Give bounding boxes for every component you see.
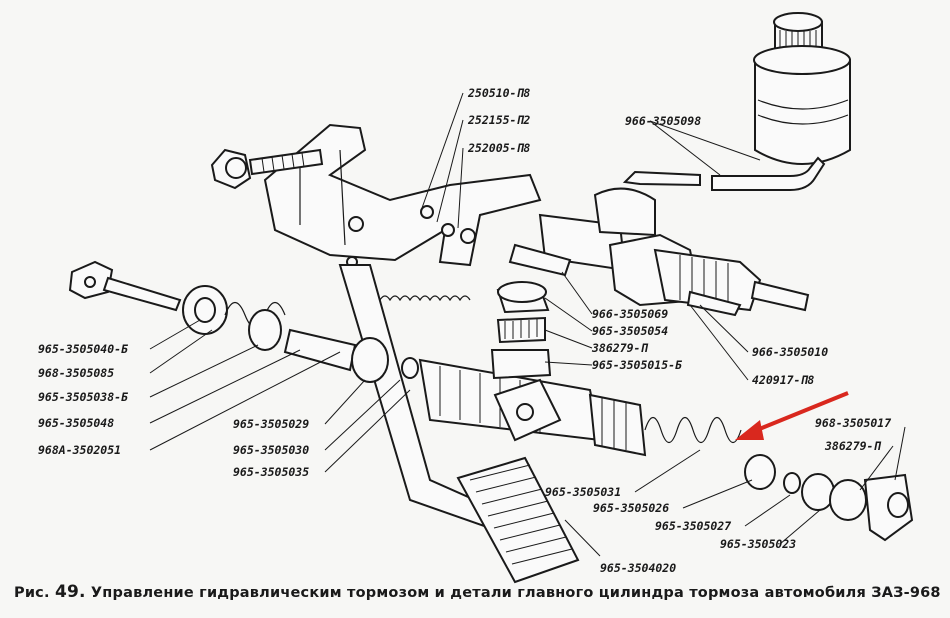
caption-prefix: Рис. [14, 585, 50, 601]
label-966-3505069: 966-3505069 [592, 307, 668, 321]
label-966-3505010: 966-3505010 [752, 345, 828, 359]
end-plug [863, 473, 914, 542]
label-965-3505054: 965-3505054 [592, 324, 668, 338]
label-965-3505038-b: 965-3505038-Б [38, 390, 128, 404]
label-386279-p-lower: 386279-П [824, 439, 881, 453]
reservoir-hose [622, 156, 826, 191]
piston-spring [644, 416, 867, 521]
label-968-3505017: 968-3505017 [815, 416, 891, 430]
label-968a-3502051: 968А-3502051 [38, 443, 121, 457]
highlight-arrow [735, 391, 849, 440]
brake-fluid-reservoir [753, 12, 851, 165]
label-968-3505085: 968-3505085 [38, 366, 114, 380]
label-965-3505023: 965-3505023 [720, 537, 796, 551]
label-965-3505031: 965-3505031 [545, 485, 621, 499]
part-labels: 250510-П8 252155-П2 252005-П8 966-350509… [38, 86, 891, 575]
label-965-3505027: 965-3505027 [655, 519, 731, 533]
return-spring [379, 295, 471, 302]
label-965-3505040-b: 965-3505040-Б [38, 342, 128, 356]
caption-number: 49. [54, 582, 86, 602]
label-965-3505035: 965-3505035 [233, 465, 309, 479]
label-965-3505026: 965-3505026 [593, 501, 669, 515]
fitting-stack [490, 281, 552, 380]
pushrod-fork [68, 260, 182, 312]
label-252005-p8: 252005-П8 [467, 141, 530, 155]
brake-pedal [338, 264, 580, 584]
master-cylinder-body [418, 358, 647, 457]
label-965-3505029: 965-3505029 [233, 417, 309, 431]
label-420917-p8: 420917-П8 [752, 373, 814, 387]
label-965-3505048: 965-3505048 [38, 416, 114, 430]
pedal-bracket [263, 123, 542, 268]
label-966-3505098: 966-3505098 [625, 114, 701, 128]
figure-caption: Рис. 49. Управление гидравлическим тормо… [14, 582, 944, 602]
label-250510-p8: 250510-П8 [467, 86, 530, 100]
label-965-3504020: 965-3504020 [600, 561, 676, 575]
label-965-3505015-b: 965-3505015-Б [592, 358, 682, 372]
label-386279-p-upper: 386279-П [591, 341, 648, 355]
label-965-3505030: 965-3505030 [233, 443, 309, 457]
leader-lines [149, 92, 906, 557]
label-252155-p2: 252155-П2 [467, 113, 530, 127]
lower-small-parts [182, 285, 419, 383]
caption-text: Управление гидравлическим тормозом и дет… [90, 585, 941, 601]
pushrod-adjuster [210, 148, 324, 190]
master-cylinder-upper [508, 187, 810, 317]
